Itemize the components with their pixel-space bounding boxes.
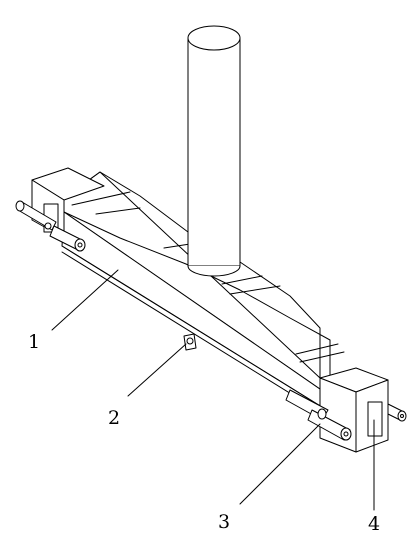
callout-2: 2 (108, 407, 120, 429)
beam-cross-line-4 (221, 275, 263, 285)
left-bolt (44, 222, 52, 230)
vertical-post (187, 25, 241, 277)
right-roller-axle (343, 431, 349, 437)
beam-bottom-rail-upper (61, 245, 331, 413)
beam-cross-line-3 (163, 243, 191, 249)
leader-line-1 (51, 269, 119, 331)
left-roller-axle (77, 242, 83, 248)
right-block-window (367, 401, 383, 437)
post-base (187, 265, 241, 277)
middle-connector-bolt (186, 337, 194, 345)
left-end-block (15, 167, 105, 252)
post-body (187, 37, 241, 267)
beam-cross-line-5 (229, 285, 281, 295)
right-end-block (285, 367, 407, 453)
beam-taper-edge (63, 211, 331, 397)
beam-cross-line-7 (299, 351, 345, 363)
callout-3: 3 (218, 511, 230, 533)
post-top (187, 25, 241, 51)
right-roller-mid-end (317, 408, 327, 420)
middle-connector (183, 333, 197, 351)
left-roller-upper-end (15, 200, 25, 212)
leader-line-2 (127, 343, 187, 397)
right-roller-outer-axle (400, 414, 404, 418)
leader-line-3 (239, 423, 321, 505)
beam-cross-line-6 (295, 343, 339, 355)
beam-cross-line-2 (95, 207, 141, 215)
callout-4: 4 (368, 513, 380, 535)
beam-cross-line-1 (71, 191, 131, 206)
callout-1: 1 (28, 331, 40, 353)
